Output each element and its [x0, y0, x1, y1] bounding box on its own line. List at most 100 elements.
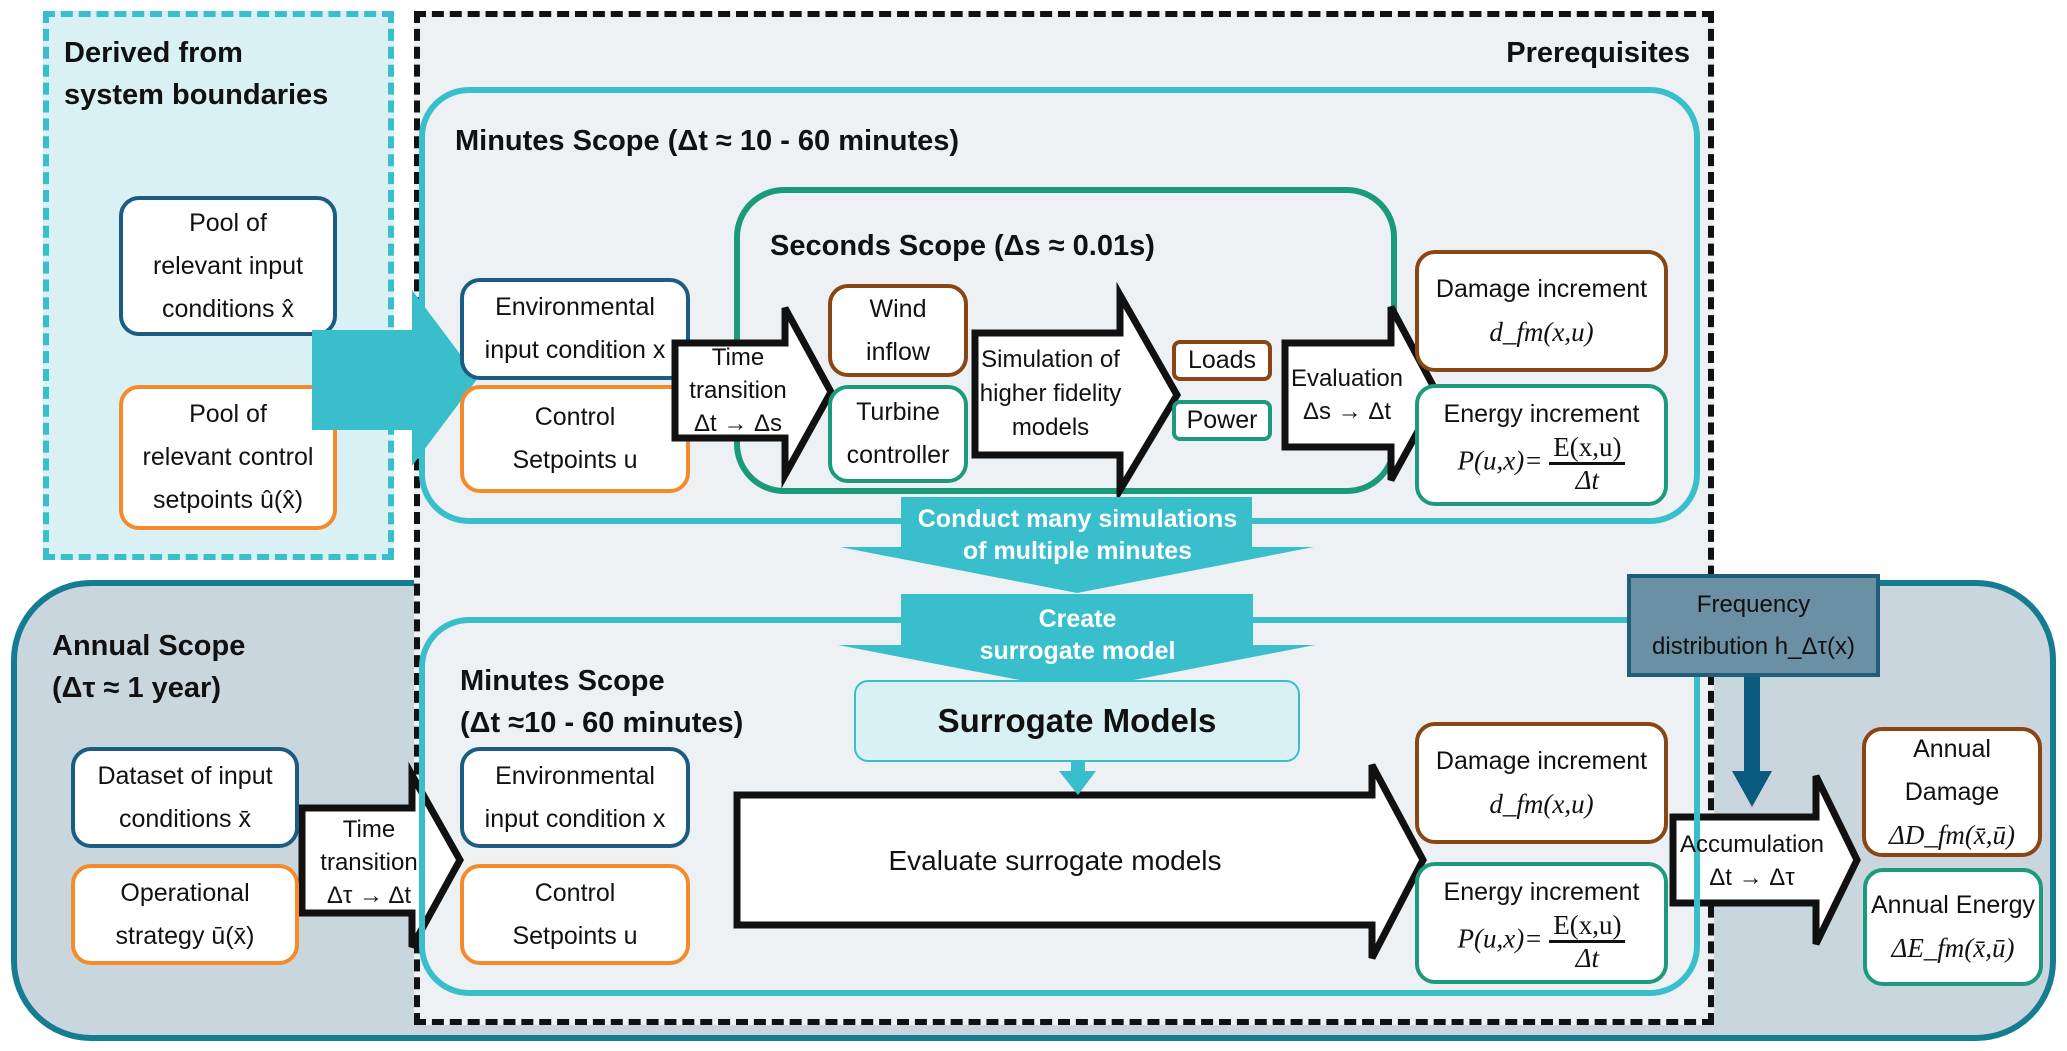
annual-title-line2: (Δτ ≈ 1 year): [52, 672, 221, 704]
energy-increment-bottom-box: Energy increment P(u,x)= E(x,u) Δt: [1415, 862, 1668, 984]
minutes-bottom-title-line2: (Δt ≈10 - 60 minutes): [460, 707, 744, 739]
tt-top-line3: Δt → Δs: [693, 410, 783, 437]
frequency-line1: Frequency: [1696, 590, 1811, 618]
dataset-line2: conditions x̄: [118, 804, 252, 833]
wind-line1: Wind: [869, 294, 927, 323]
pool-input-line3: conditions x̂: [161, 294, 295, 323]
control-bottom-line2: Setpoints u: [512, 921, 638, 950]
create-line2: surrogate model: [979, 637, 1176, 665]
eval-line2: Δs → Δt: [1302, 398, 1392, 425]
energy-top-fraction: E(x,u) Δt: [1549, 432, 1626, 495]
dataset-line1: Dataset of input: [97, 761, 273, 790]
damage-increment-top-box: Damage increment d_fm(x,u): [1415, 250, 1668, 372]
pool-control-line2: relevant control: [142, 443, 314, 471]
derived-title-line1: Derived from: [64, 37, 243, 69]
dataset-input-box: Dataset of input conditions x̄: [71, 747, 299, 848]
pool-input-box: Pool of relevant input conditions x̂: [119, 196, 337, 336]
sim-line2: higher fidelity: [979, 380, 1122, 407]
create-arrow-shape: [838, 594, 1315, 691]
energy-bottom-denominator: Δt: [1575, 942, 1600, 973]
time-transition-bottom-label: Time transition Δτ → Δt: [304, 812, 434, 912]
tt-top-line1: Time: [711, 344, 765, 371]
damage-top-label: Damage increment: [1435, 275, 1648, 303]
damage-top-formula: d_fm(x,u): [1489, 317, 1594, 347]
time-transition-top-label: Time transition Δt → Δs: [678, 343, 798, 438]
conduct-arrow-shape: [840, 497, 1314, 593]
simulation-arrow: [971, 281, 1182, 503]
loads-box: Loads: [1172, 340, 1272, 381]
pool-control-line1: Pool of: [189, 400, 267, 428]
pool-control-box: Pool of relevant control setpoints û(x̂): [119, 385, 337, 530]
annual-title-line1: Annual Scope: [52, 630, 246, 662]
energy-top-formula: P(u,x)= E(x,u) Δt: [1458, 432, 1626, 495]
control-setpoints-bottom-box: Control Setpoints u: [460, 864, 690, 965]
simulation-label: Simulation of higher fidelity models: [978, 340, 1123, 448]
operational-strategy-box: Operational strategy ū(x̄): [71, 864, 299, 965]
strategy-line1: Operational: [120, 878, 250, 907]
annual-title: Annual Scope (Δτ ≈ 1 year): [52, 625, 245, 709]
control-top-line1: Control: [534, 403, 616, 431]
energy-bottom-numerator: E(x,u): [1549, 910, 1626, 943]
evaluate-surrogate-arrow: [733, 763, 1427, 960]
damage-bottom-formula: d_fm(x,u): [1489, 789, 1594, 819]
env-input-top-box: Environmental input condition x: [460, 278, 690, 380]
frequency-down-arrow: [1732, 676, 1772, 807]
annual-damage-formula: ΔD_fm(x̄,ū): [1888, 819, 2016, 850]
frequency-line2: distribution h_Δτ(x): [1652, 632, 1855, 660]
create-line1: Create: [1038, 605, 1117, 633]
surrogate-models-box: Surrogate Models: [854, 680, 1300, 762]
env-bottom-line2: input condition x: [484, 804, 666, 833]
accumulation-line2: Δt → Δτ: [1709, 864, 1795, 891]
conduct-line1: Conduct many simulations: [917, 505, 1238, 533]
minutes-bottom-title: Minutes Scope (Δt ≈10 - 60 minutes): [460, 660, 743, 744]
pool-input-line2: relevant input: [152, 251, 304, 280]
env-bottom-line1: Environmental: [495, 761, 655, 790]
energy-bottom-lhs: P(u,x)=: [1457, 923, 1543, 954]
accumulation-line1: Accumulation: [1679, 831, 1825, 858]
power-label: Power: [1186, 406, 1258, 434]
env-input-bottom-box: Environmental input condition x: [460, 747, 690, 848]
control-top-line2: Setpoints u: [512, 446, 638, 474]
damage-bottom-label: Damage increment: [1435, 747, 1648, 775]
annual-energy-label: Annual Energy: [1870, 891, 2035, 919]
eval-line1: Evaluation: [1290, 365, 1404, 392]
annual-damage-box: Annual Damage ΔD_fm(x̄,ū): [1862, 727, 2042, 857]
sim-line1: Simulation of: [981, 346, 1120, 373]
control-bottom-line1: Control: [534, 878, 616, 907]
power-box: Power: [1172, 400, 1272, 441]
create-label: Create surrogate model: [880, 603, 1275, 667]
teal-arrow-shape: [312, 290, 478, 466]
pool-input-line1: Pool of: [189, 208, 267, 237]
evaluation-label: Evaluation Δs → Δt: [1287, 355, 1407, 435]
damage-increment-bottom-box: Damage increment d_fm(x,u): [1415, 722, 1668, 844]
conduct-label: Conduct many simulations of multiple min…: [880, 503, 1275, 567]
energy-bottom-label: Energy increment: [1443, 877, 1640, 906]
energy-top-label: Energy increment: [1443, 399, 1640, 428]
wind-line2: inflow: [866, 337, 930, 366]
surrogate-down-arrow: [1059, 762, 1096, 795]
seconds-title: Seconds Scope (Δs ≈ 0.01s): [770, 230, 1155, 262]
tt-bottom-line2: transition: [320, 848, 418, 876]
energy-bottom-fraction: E(x,u) Δt: [1549, 910, 1626, 973]
env-top-line2: input condition x: [484, 336, 666, 364]
sim-line3: models: [1011, 414, 1090, 441]
minutes-top-title: Minutes Scope (Δt ≈ 10 - 60 minutes): [455, 125, 960, 157]
derived-title-line2: system boundaries: [64, 79, 329, 111]
conduct-line2: of multiple minutes: [962, 537, 1193, 565]
derived-title: Derived from system boundaries: [64, 32, 328, 116]
annual-damage-line2: Damage: [1904, 777, 2000, 806]
time-transition-top-arrow: [671, 306, 835, 489]
evaluate-surrogate-label: Evaluate surrogate models: [888, 844, 1222, 876]
strategy-line2: strategy ū(x̄): [115, 921, 255, 950]
turbine-controller-box: Turbine controller: [828, 385, 968, 483]
env-top-line1: Environmental: [495, 293, 655, 321]
frequency-distribution-box: Frequency distribution h_Δτ(x): [1627, 574, 1880, 677]
control-setpoints-top-box: Control Setpoints u: [460, 385, 690, 493]
loads-label: Loads: [1187, 346, 1257, 374]
annual-damage-line1: Annual: [1913, 734, 1991, 763]
annual-energy-formula: ΔE_fm(x̄,ū): [1891, 933, 2015, 963]
annual-energy-box: Annual Energy ΔE_fm(x̄,ū): [1863, 868, 2043, 986]
